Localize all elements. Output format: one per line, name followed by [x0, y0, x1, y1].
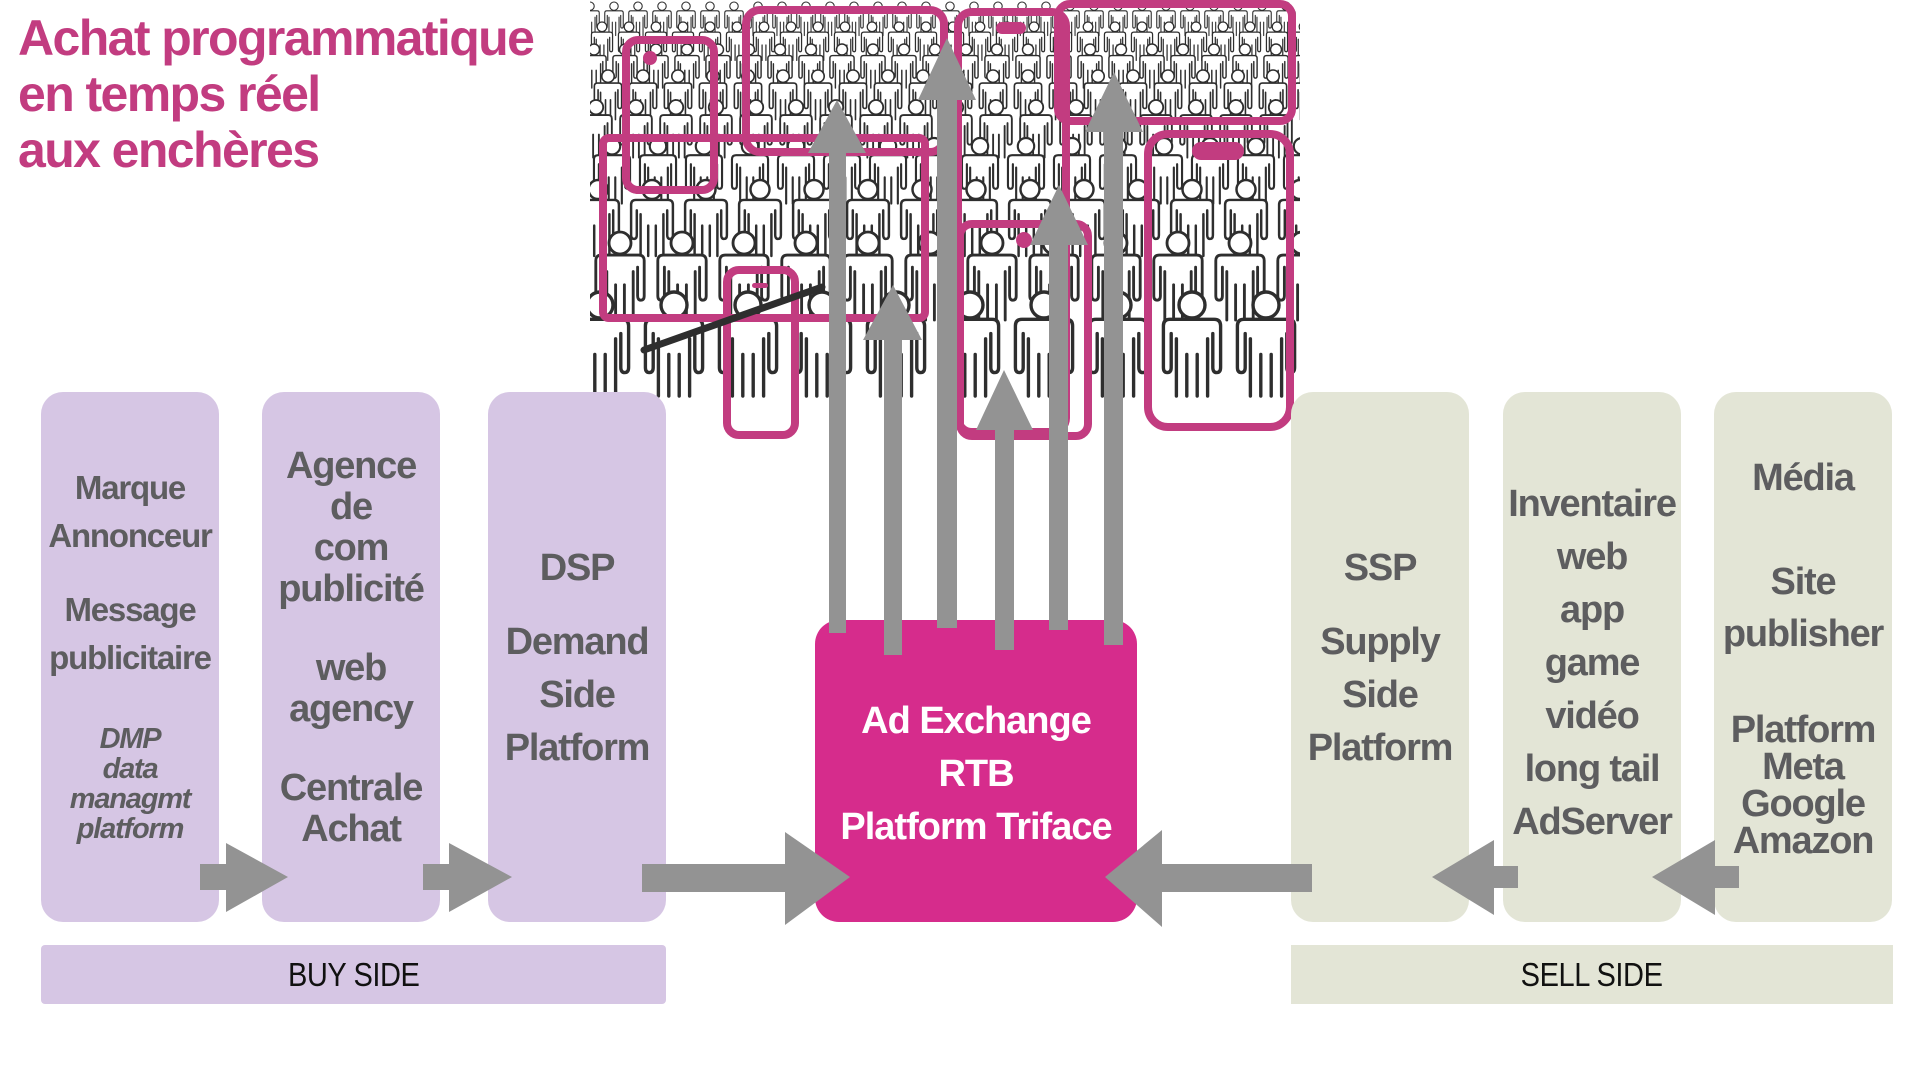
- phone-speaker-2: [996, 22, 1026, 34]
- text-group: Site publisher: [1722, 556, 1884, 660]
- person-icon: [891, 43, 917, 89]
- column-text-line: Platform: [504, 727, 651, 769]
- column-text-line: publicitaire: [49, 639, 212, 676]
- column-text-line: publicité: [278, 568, 425, 610]
- column-text-line: agency: [289, 688, 414, 730]
- person-icon: [904, 230, 956, 322]
- column-text-line: Supply: [1320, 621, 1441, 663]
- person-icon: [604, 1, 624, 37]
- person-icon: [939, 290, 1001, 398]
- buy-side-text: BUY SIDE: [287, 955, 420, 993]
- phone-speaker-1: [752, 283, 768, 288]
- camera-dot-2: [1016, 232, 1032, 248]
- column-text-line: Side: [539, 674, 616, 716]
- column-italic-line: data: [102, 753, 159, 785]
- column-italic-line: DMP: [99, 723, 162, 755]
- column-text-line: vidéo: [1545, 695, 1639, 737]
- person-icon: [1036, 1, 1056, 37]
- column-text-line: Achat: [301, 808, 402, 850]
- column-text-line: Centrale: [279, 767, 424, 809]
- person-icon: [590, 1, 600, 37]
- column-text-line: AdServer: [1512, 801, 1673, 843]
- column-text-line: Site: [1770, 561, 1837, 603]
- person-icon: [590, 290, 631, 398]
- column-text-line: Marque: [74, 469, 186, 506]
- exchange-line-1: Ad Exchange: [861, 699, 1092, 742]
- column-italic-line: managmt: [69, 783, 192, 815]
- column-text-line: Annonceur: [48, 517, 213, 554]
- tablet-outline-3: [1054, 0, 1296, 125]
- column-text-line: SSP: [1343, 547, 1418, 589]
- column-text-line: Meta: [1762, 746, 1845, 788]
- column-text-line: DSP: [539, 547, 616, 589]
- column-italic-line: platform: [76, 813, 185, 845]
- exchange-line-3: Platform Triface: [840, 805, 1112, 848]
- column-text-line: app: [1560, 589, 1625, 631]
- column-text-line: de: [330, 486, 373, 528]
- phone-outline-1: [723, 266, 799, 439]
- person-icon: [1161, 290, 1223, 398]
- column-text-line: web: [315, 647, 388, 689]
- buy-side-label: BUY SIDE: [41, 945, 666, 1004]
- title-line-1: Achat programmatique: [18, 10, 535, 66]
- column-text-line: Amazon: [1732, 820, 1875, 862]
- camera-dot-1: [643, 51, 657, 65]
- column-text-line: Platform: [1730, 709, 1877, 751]
- screen-outline-1: [622, 36, 718, 194]
- column-text-line: Message: [64, 591, 196, 628]
- phone-outline-3: [1144, 130, 1294, 431]
- page-title: Achat programmatique en temps réel aux e…: [18, 10, 535, 178]
- column-text-line: Agence: [285, 445, 417, 487]
- person-icon: [1087, 290, 1149, 398]
- column-text-line: web: [1556, 536, 1629, 578]
- column-text-line: com: [313, 527, 390, 569]
- column-text-line: Média: [1752, 457, 1855, 499]
- person-icon: [822, 136, 862, 205]
- title-line-3: aux enchères: [18, 122, 320, 178]
- crowd-illustration: [590, 0, 1300, 440]
- column-text-line: game: [1544, 642, 1641, 684]
- text-group: Message publicitaire: [49, 586, 212, 682]
- text-group: SSP: [1343, 542, 1418, 595]
- text-group: Média: [1752, 452, 1855, 504]
- column-text-line: Google: [1741, 783, 1866, 825]
- column-text-line: Demand: [505, 621, 650, 663]
- column-text-line: Side: [1342, 674, 1419, 716]
- text-group: DSP: [539, 542, 616, 595]
- exchange-line-2: RTB: [938, 752, 1014, 795]
- column-text-line: long tail: [1524, 748, 1661, 790]
- column-text-line: Platform: [1307, 727, 1454, 769]
- column-text-line: publisher: [1722, 613, 1884, 655]
- ad-exchange-box: Ad Exchange RTB Platform Triface: [815, 620, 1137, 922]
- person-icon: [1157, 21, 1181, 62]
- sell-side-label: SELL SIDE: [1291, 945, 1893, 1004]
- phone-speaker-3: [1192, 142, 1244, 160]
- sell-side-text: SELL SIDE: [1521, 955, 1663, 993]
- pointer-stick: [640, 283, 826, 354]
- column-text-line: Inventaire: [1508, 483, 1677, 525]
- title-line-2: en temps réel: [18, 66, 321, 122]
